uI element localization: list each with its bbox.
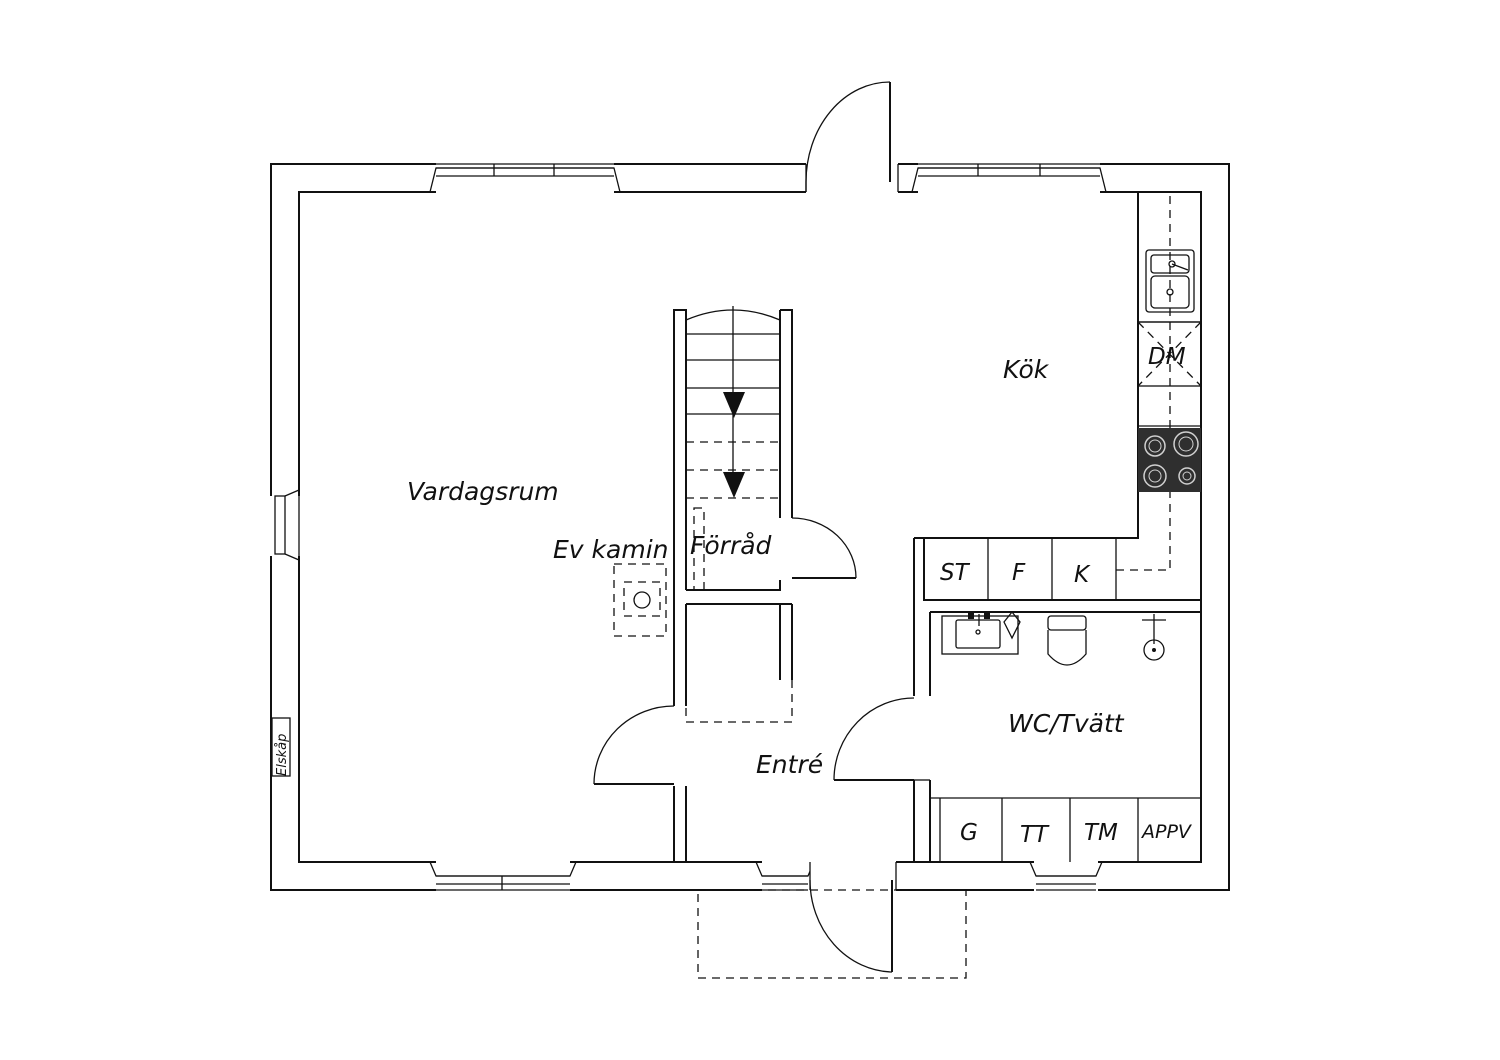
k-label: K bbox=[1074, 562, 1091, 588]
window-top-left bbox=[429, 162, 621, 194]
shower-icon bbox=[1142, 614, 1166, 661]
dm-label: DM bbox=[1148, 344, 1186, 370]
room-wc: WC/Tvätt bbox=[1008, 709, 1125, 738]
laundry-row: G TT TM APPV bbox=[930, 797, 1201, 862]
wc-fixtures bbox=[941, 610, 1166, 666]
door-wc bbox=[833, 697, 930, 781]
stove-icon bbox=[1138, 428, 1201, 492]
g-label: G bbox=[960, 820, 978, 846]
room-vardagsrum: Vardagsrum bbox=[407, 477, 559, 506]
window-top-right bbox=[911, 162, 1107, 194]
window-bottom-left bbox=[429, 858, 577, 892]
door-forrad bbox=[791, 517, 857, 579]
tm-label: TM bbox=[1084, 820, 1118, 846]
f-label: F bbox=[1012, 560, 1026, 586]
dishwasher: DM bbox=[1137, 321, 1202, 387]
stair-arrow-1 bbox=[723, 392, 745, 418]
door-living bbox=[593, 705, 675, 785]
st-label: ST bbox=[940, 560, 971, 586]
window-left bbox=[269, 489, 301, 561]
tt-label: TT bbox=[1020, 822, 1050, 848]
sink-icon bbox=[1145, 249, 1195, 313]
kitchen-counter: DM ST F K bbox=[940, 191, 1202, 600]
elskap: Elskåp bbox=[271, 717, 291, 777]
door-top bbox=[805, 81, 899, 196]
exterior-walls bbox=[270, 163, 1230, 891]
room-kok: Kök bbox=[1003, 355, 1050, 384]
elskap-label: Elskåp bbox=[275, 734, 290, 776]
appv-label: APPV bbox=[1140, 821, 1193, 843]
door-entrance bbox=[809, 858, 897, 973]
staircase bbox=[685, 306, 793, 723]
washbasin-icon bbox=[941, 613, 1019, 655]
porch-outline bbox=[697, 889, 967, 979]
stair-arrow-2 bbox=[723, 472, 745, 498]
interior-walls bbox=[673, 192, 1201, 862]
kamin-label: Ev kamin bbox=[553, 535, 668, 564]
window-bottom-right bbox=[1029, 858, 1103, 892]
toilet-icon bbox=[1047, 615, 1087, 666]
room-entre: Entré bbox=[756, 750, 823, 779]
room-forrad: Förråd bbox=[690, 531, 772, 560]
window-bottom-mid bbox=[755, 858, 815, 892]
fireplace bbox=[613, 563, 667, 637]
shower-mixer-icon bbox=[1003, 610, 1021, 640]
